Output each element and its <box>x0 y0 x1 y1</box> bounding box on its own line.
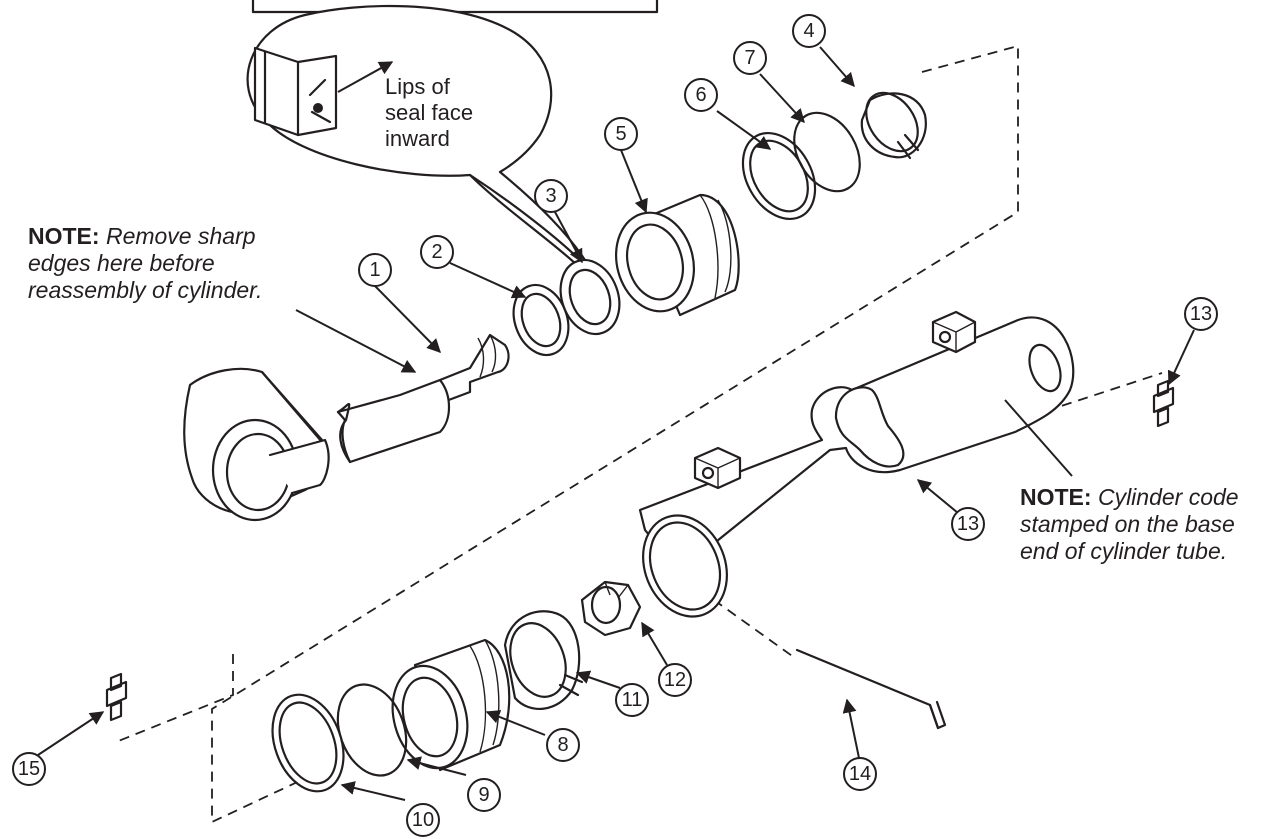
callout-5: 5 <box>604 117 638 151</box>
svg-text:12: 12 <box>664 669 686 691</box>
svg-text:13: 13 <box>1190 303 1212 325</box>
callout-14: 14 <box>843 757 877 791</box>
svg-text:5: 5 <box>615 123 626 145</box>
part-4-wear-ring <box>860 91 927 160</box>
piston-rod <box>183 333 510 522</box>
seal-caption-line-2: seal face <box>385 100 474 125</box>
cylinder-note-line-3: end of cylinder tube. <box>1020 538 1228 564</box>
cylinder-note-line-2: stamped on the base <box>1020 511 1235 537</box>
part-12-nut <box>580 580 642 637</box>
callout-2: 2 <box>420 235 454 269</box>
part-15-fitting <box>105 672 128 722</box>
callout-3: 3 <box>534 179 568 213</box>
callout-4: 4 <box>792 14 826 48</box>
part-13-fitting <box>1152 379 1175 428</box>
svg-text:7: 7 <box>744 47 755 69</box>
rod-note-line-1: Remove sharp <box>105 223 256 249</box>
callout-13-right: 13 <box>1184 297 1218 331</box>
cylinder-note: NOTE: Cylinder code stamped on the base … <box>1020 484 1239 565</box>
seal-detail-bubble <box>246 4 594 274</box>
callout-15: 15 <box>12 752 46 786</box>
callout-10: 10 <box>406 803 440 837</box>
callout-7: 7 <box>733 41 767 75</box>
svg-text:1: 1 <box>369 259 380 281</box>
part-11-wear-ring <box>503 610 584 710</box>
callout-6: 6 <box>684 78 718 112</box>
cylinder-note-line-1: Cylinder code <box>1097 484 1239 510</box>
svg-text:4: 4 <box>803 20 814 42</box>
callout-11: 11 <box>615 683 649 717</box>
dash-path-lower <box>115 654 234 743</box>
part-6-ring <box>741 131 817 221</box>
part-2-seal <box>512 283 570 357</box>
dash-path-upper <box>211 44 1019 824</box>
top-frame <box>251 0 659 14</box>
part-14-pin <box>795 648 947 730</box>
svg-text:3: 3 <box>545 185 556 207</box>
part-5-gland <box>614 193 740 317</box>
rod-note-label: NOTE: <box>28 223 100 249</box>
svg-text:11: 11 <box>622 689 643 711</box>
part-8-piston <box>391 638 511 772</box>
svg-text:13: 13 <box>957 513 979 535</box>
part-10-ring <box>271 693 345 793</box>
callout-1: 1 <box>358 253 392 287</box>
svg-text:10: 10 <box>412 809 434 831</box>
svg-text:2: 2 <box>431 241 442 263</box>
svg-text:6: 6 <box>695 84 706 106</box>
callout-8: 8 <box>546 728 580 762</box>
callout-9: 9 <box>467 778 501 812</box>
part-7-o-ring <box>793 111 861 193</box>
seal-caption-line-3: inward <box>385 126 450 151</box>
svg-text:9: 9 <box>478 784 489 806</box>
cylinder-note-label: NOTE: <box>1020 484 1092 510</box>
svg-text:8: 8 <box>557 734 568 756</box>
callout-12: 12 <box>658 663 692 697</box>
svg-text:15: 15 <box>18 758 40 780</box>
rod-note-line-2: edges here before <box>28 250 215 276</box>
part-3-wiper <box>559 258 621 336</box>
svg-text:14: 14 <box>849 763 871 785</box>
cylinder-barrel <box>638 310 1075 618</box>
leaders <box>37 46 1195 801</box>
seal-caption-line-1: Lips of <box>385 74 450 99</box>
rod-note-line-3: reassembly of cylinder. <box>28 277 263 303</box>
seal-detail-caption: Lips of seal face inward <box>385 74 473 152</box>
rod-note: NOTE: Remove sharp edges here before rea… <box>28 223 262 304</box>
callout-13-lower: 13 <box>951 507 985 541</box>
